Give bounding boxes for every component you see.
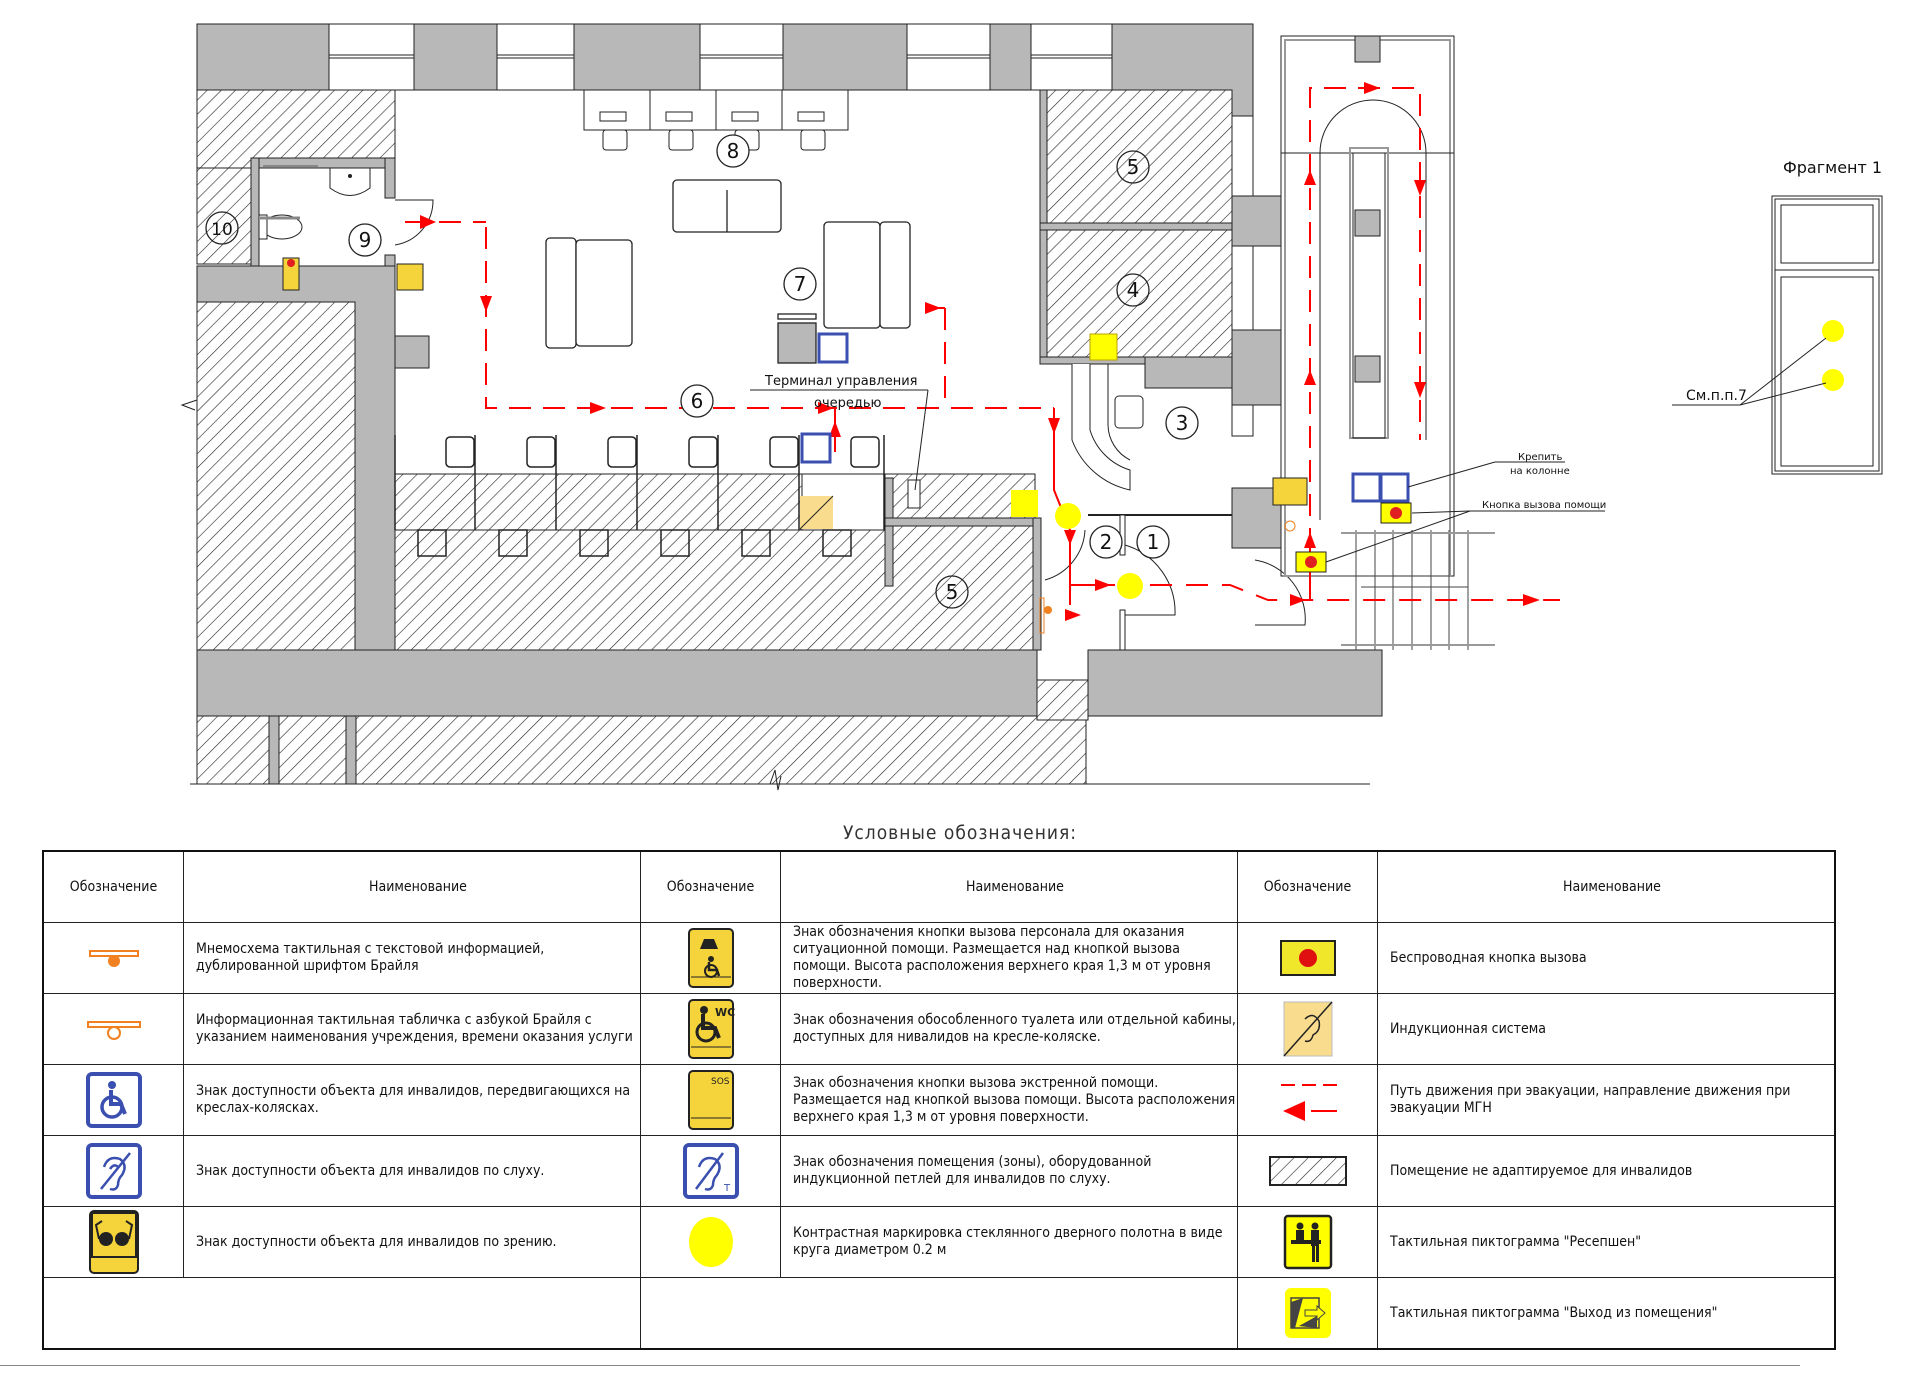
room-number: 10 (211, 220, 233, 240)
legend-text: Знак доступности объекта для инвалидов, … (183, 1064, 641, 1136)
braille-plate-icon (86, 1021, 141, 1040)
legend-text: Мнемосхема тактильная с текстовой информ… (183, 922, 641, 994)
top-wall (196, 23, 1254, 117)
fragment-1: Фрагмент 1 См.п.п.7 (1672, 158, 1883, 475)
header-symbol: Обозначение (42, 850, 184, 923)
room-number: 4 (1127, 278, 1140, 302)
legend-row: Знак доступности объекта для инвалидов п… (42, 1135, 1836, 1207)
room-5-upper (1046, 89, 1233, 224)
induction-loop-sign-icon: T (682, 1143, 739, 1199)
legend-text: Путь движения при эвакуации, направление… (1377, 1064, 1836, 1136)
sos-badge: SOS (711, 1077, 730, 1087)
evacuation-arrows (420, 82, 1540, 621)
legend-row: Информационная тактильная табличка с азб… (42, 993, 1836, 1065)
room-number: 8 (727, 139, 740, 163)
wireless-call-button-icon (1279, 940, 1336, 976)
sos-sign-icon: SOS (687, 1070, 734, 1130)
legend-text: Знак обозначения кнопки вызова персонала… (780, 922, 1238, 994)
room-number: 2 (1100, 530, 1113, 554)
bottom-wall (196, 649, 1038, 717)
terminal-label: Терминал управления (764, 374, 918, 389)
terminal-label-2: очередью (814, 396, 882, 411)
induction-system-icon (1282, 1001, 1333, 1057)
legend-text: Знак доступности объекта для инвалидов п… (183, 1135, 641, 1207)
legend-title: Условные обозначения: (842, 822, 1078, 844)
room-number: 6 (691, 389, 704, 413)
wheelchair-sign-icon (85, 1072, 142, 1128)
room-number: 5 (946, 580, 959, 604)
service-desks (394, 435, 1036, 651)
hatched-room (196, 89, 396, 169)
room-number: 3 (1176, 411, 1189, 435)
room-number: 7 (794, 272, 807, 296)
legend-row: Мнемосхема тактильная с текстовой информ… (42, 922, 1836, 994)
room-number: 1 (1147, 530, 1160, 554)
legend-text: Индукционная система (1377, 993, 1836, 1065)
legend-text: Тактильная пиктограмма "Выход из помещен… (1377, 1277, 1836, 1350)
fragment-callout: См.п.п.7 (1686, 388, 1747, 404)
floor-plan: 1 2 3 4 5 5 6 7 8 9 10 Терминал управлен… (180, 23, 1883, 791)
legend-row: Знак доступности объекта для инвалидов, … (42, 1064, 1836, 1136)
sofas (545, 179, 911, 364)
hatched-room (196, 301, 356, 651)
column-label: Крепить (1518, 452, 1562, 463)
room-number: 9 (359, 228, 372, 252)
help-button-label: Кнопка вызова помощи (1482, 500, 1606, 511)
room-numbers (205, 134, 1199, 609)
legend-table: Обозначение Наименование Обозначение Наи… (42, 850, 1836, 1350)
legend-text: Тактильная пиктограмма "Ресепшен" (1377, 1206, 1836, 1278)
legend-header-row: Обозначение Наименование Обозначение Наи… (42, 850, 1836, 923)
legend-text: Беспроводная кнопка вызова (1377, 922, 1836, 994)
bottom-rule (0, 1365, 1800, 1366)
legend-row: Знак доступности объекта для инвалидов п… (42, 1206, 1836, 1278)
legend-text: Знак обозначения обособленного туалета и… (780, 993, 1238, 1065)
glass-markers (1055, 503, 1143, 599)
room-4 (1046, 229, 1233, 358)
wc-sign-icon: WC (687, 999, 735, 1059)
hatched-room-icon (1268, 1156, 1347, 1186)
legend-text: Знак доступности объекта для инвалидов п… (183, 1206, 641, 1278)
evacuation-path-icon (1280, 1084, 1337, 1121)
plan-signs (282, 257, 1412, 634)
staff-chairs (417, 529, 852, 557)
fragment-title: Фрагмент 1 (1783, 158, 1882, 177)
room-10-area (196, 167, 252, 265)
hearing-sign-icon (85, 1143, 142, 1199)
column-label-2: на колонне (1510, 466, 1570, 477)
glass-marker-circle-icon (688, 1217, 733, 1267)
header-symbol: Обозначение (1237, 850, 1378, 923)
visitor-chairs (445, 436, 880, 468)
reception-pictogram-icon (1283, 1214, 1332, 1270)
header-name: Наименование (1377, 850, 1836, 923)
legend-row: Тактильная пиктограмма "Выход из помещен… (42, 1277, 1836, 1350)
header-symbol: Обозначение (640, 850, 781, 923)
tactile-mnemonic-icon (88, 950, 139, 967)
header-name: Наименование (183, 850, 641, 923)
staircase (1280, 35, 1495, 650)
legend-text: Знак обозначения помещения (зоны), обору… (780, 1135, 1238, 1207)
vision-sign-icon (88, 1210, 139, 1274)
exit-pictogram-icon (1284, 1288, 1331, 1338)
legend-text: Знак обозначения кнопки вызова экстренно… (780, 1064, 1238, 1136)
legend-text: Информационная тактильная табличка с азб… (183, 993, 641, 1065)
legend-text: Контрастная маркировка стеклянного дверн… (780, 1206, 1238, 1278)
workstations (583, 89, 849, 151)
legend-text: Помещение не адаптируемое для инвалидов (1377, 1135, 1836, 1207)
svg-text:WC: WC (715, 1006, 735, 1019)
header-name: Наименование (780, 850, 1238, 923)
t-badge: T (723, 1183, 731, 1194)
staff-call-sign-icon (687, 928, 734, 988)
room-number: 5 (1127, 155, 1140, 179)
